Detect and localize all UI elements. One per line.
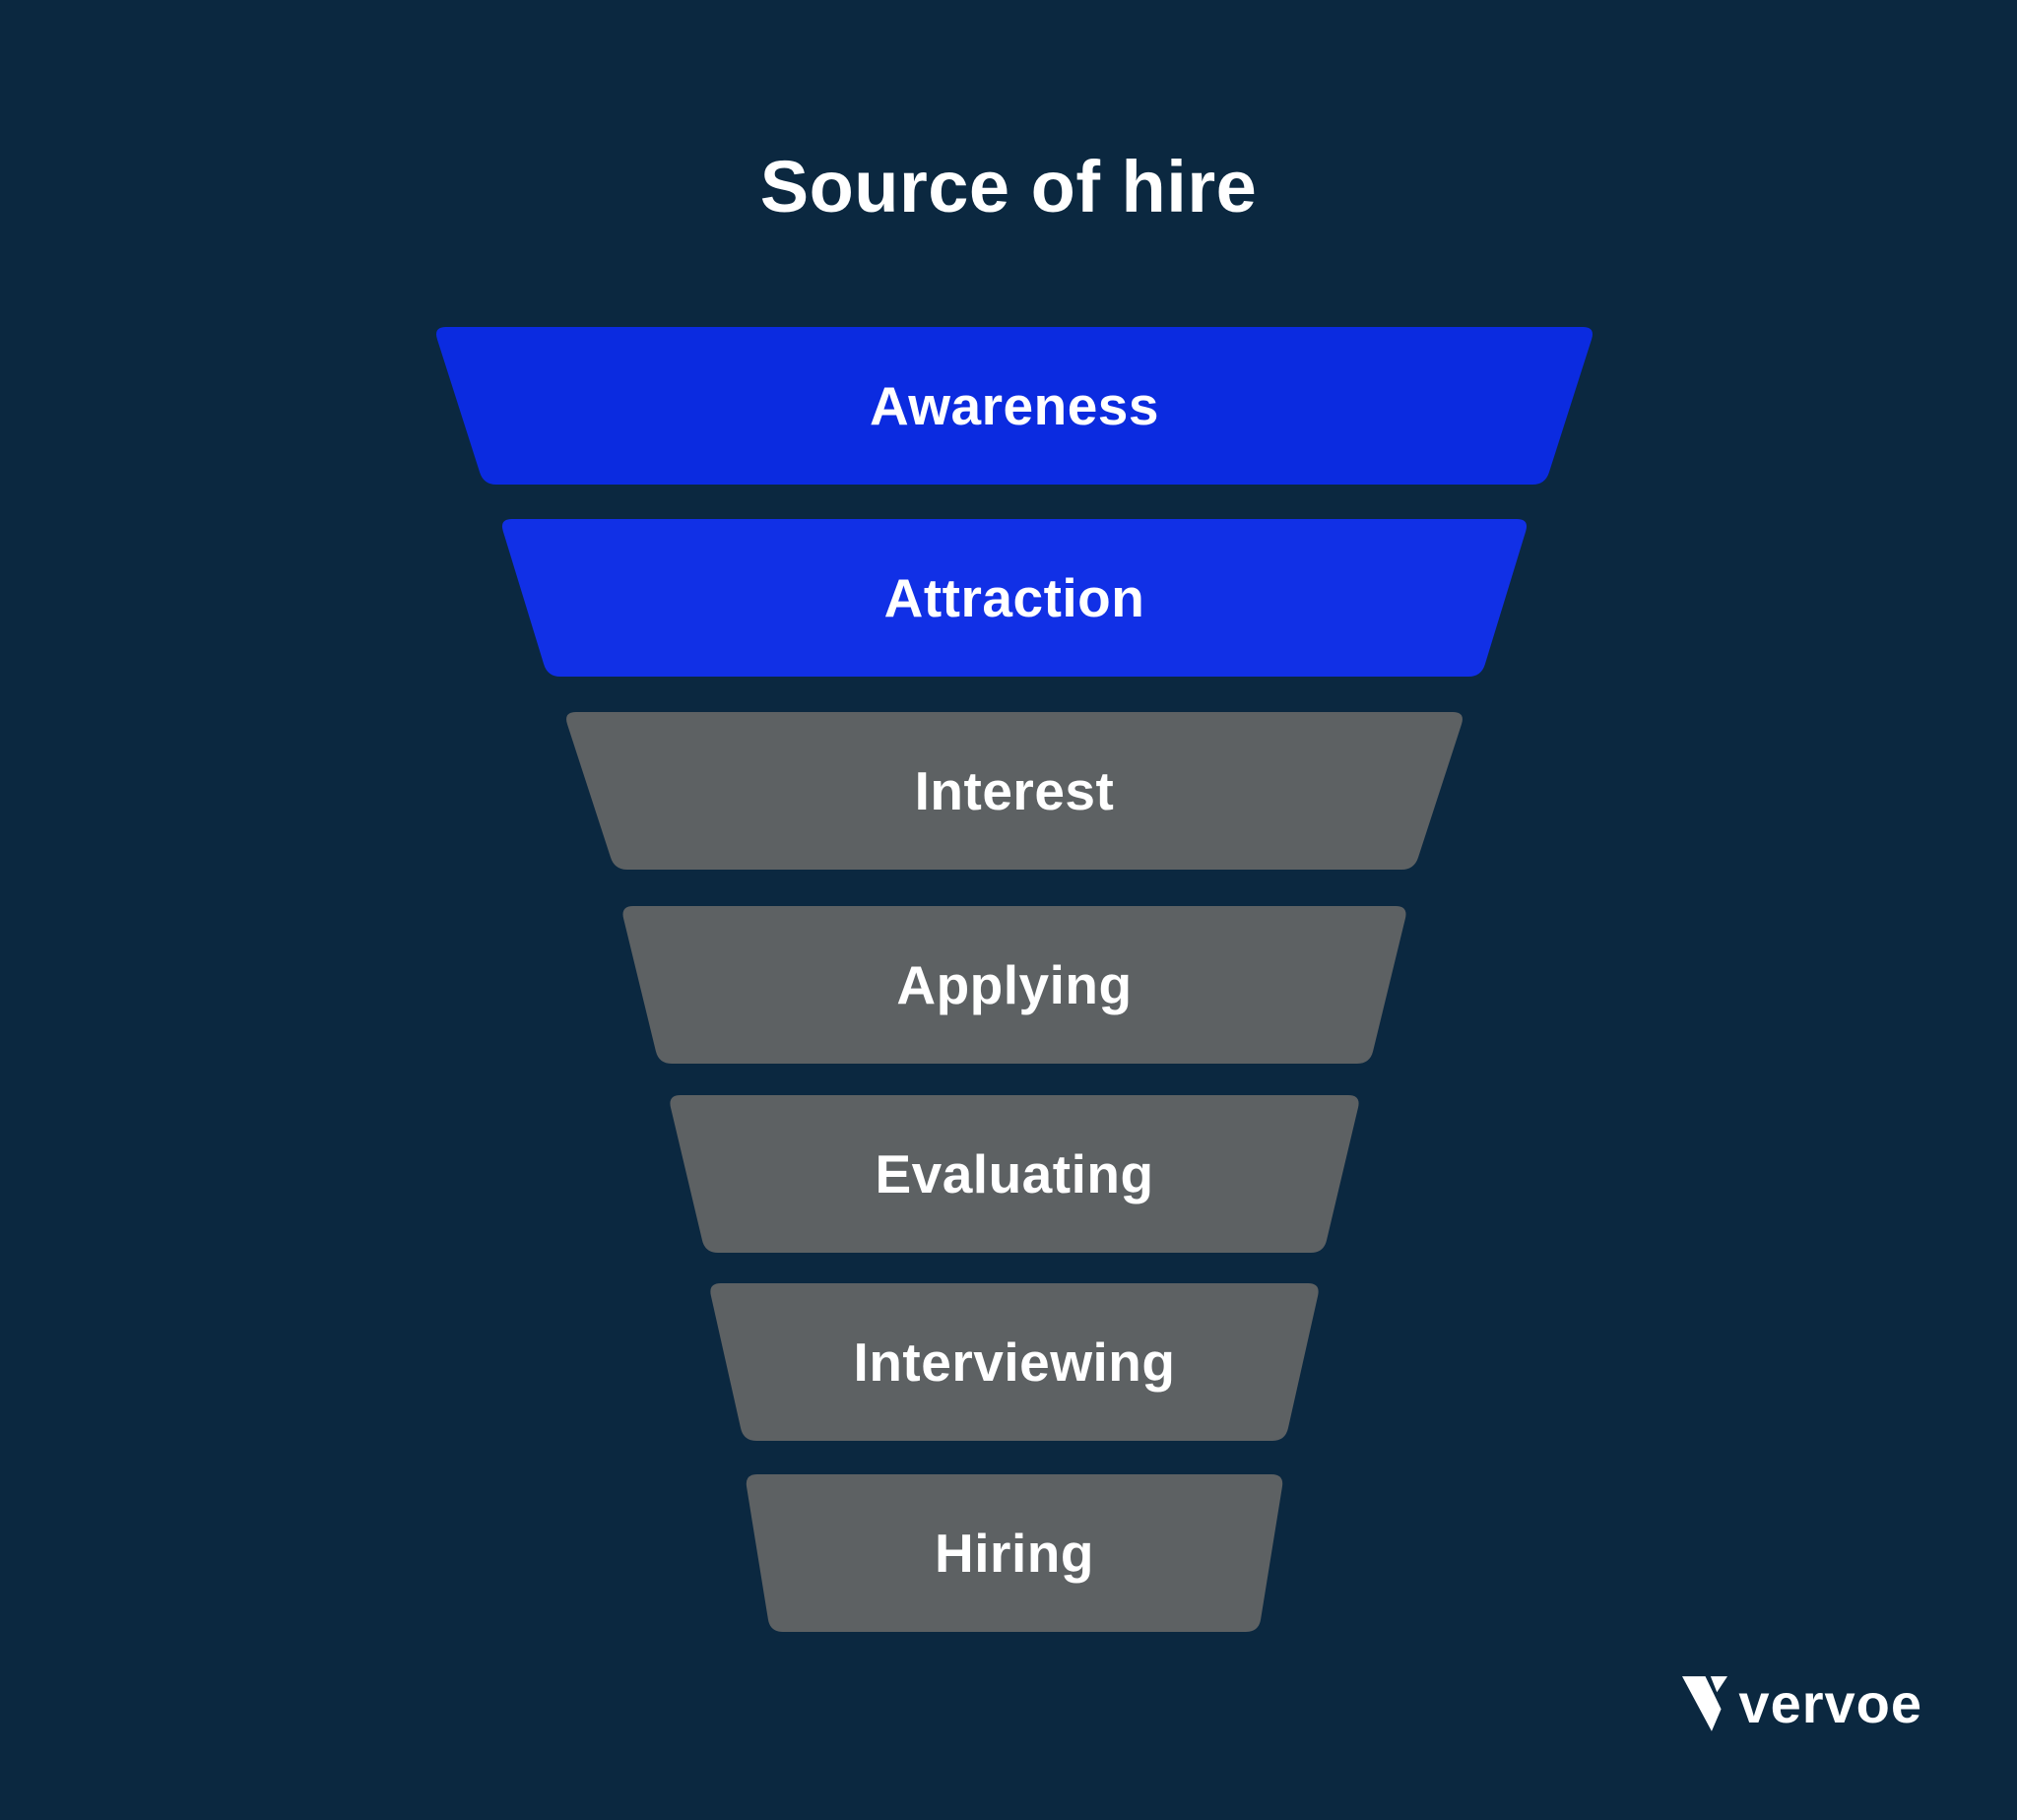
funnel-stage-label-evaluating: Evaluating (875, 1143, 1154, 1204)
vervoe-v-stroke (1682, 1676, 1723, 1731)
vervoe-logo: vervoe (1682, 1674, 1922, 1733)
funnel-stage-label-hiring: Hiring (935, 1523, 1094, 1584)
funnel-stage-shape-interviewing (710, 1283, 1319, 1441)
funnel-stage-label-attraction: Attraction (883, 567, 1145, 628)
funnel-stage-label-applying: Applying (896, 954, 1133, 1015)
vervoe-logo-text: vervoe (1738, 1672, 1922, 1734)
funnel-stage-shape-hiring (746, 1474, 1283, 1632)
funnel-stage-label-interest: Interest (914, 760, 1115, 821)
chart-title: Source of hire (759, 146, 1258, 228)
funnel-stage-label-awareness: Awareness (870, 375, 1159, 436)
funnel-stage-shape-attraction (501, 519, 1528, 677)
vervoe-logo-v-icon (1682, 1676, 1728, 1731)
funnel-stage-shape-evaluating (670, 1095, 1359, 1253)
funnel-stage-label-interviewing: Interviewing (853, 1332, 1176, 1393)
funnel-stage-shape-awareness (436, 327, 1593, 485)
vervoe-v-triangle (1711, 1676, 1728, 1693)
funnel-stage-shape-applying (622, 906, 1406, 1064)
funnel-stage-shape-interest (566, 712, 1463, 870)
